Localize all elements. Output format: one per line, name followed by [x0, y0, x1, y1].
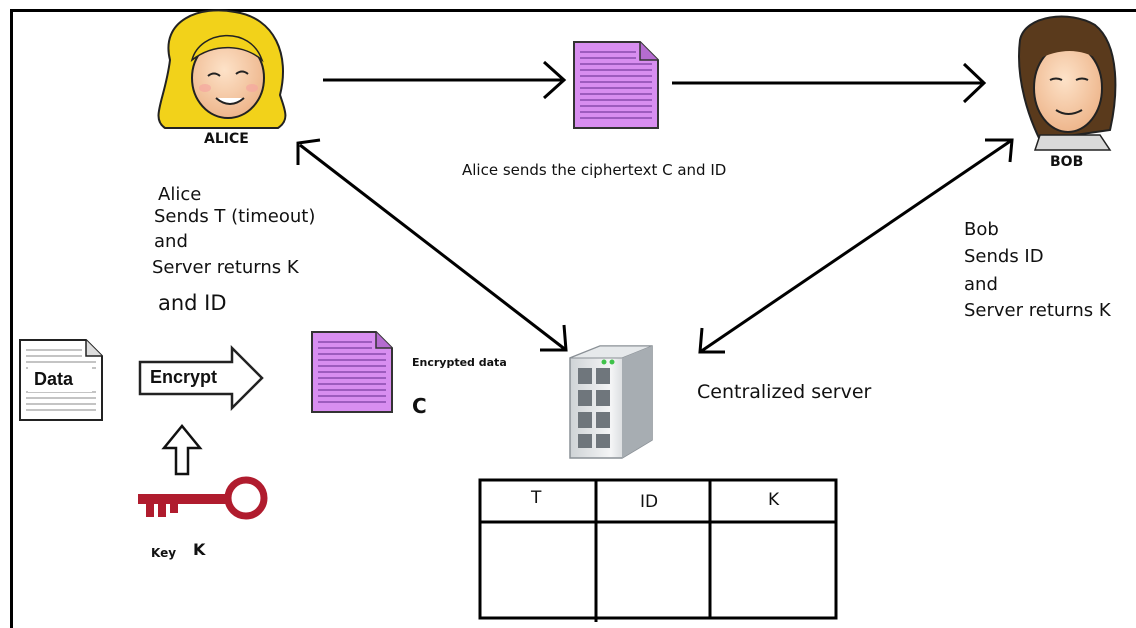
- key-up-arrow-shape: [161, 424, 203, 476]
- alice-steps-line-4: Server returns K: [152, 257, 299, 278]
- data-document-icon: [19, 339, 103, 421]
- encrypted-document-icon: [311, 331, 393, 413]
- table-header-t: T: [531, 488, 542, 508]
- alice-avatar-icon: [157, 9, 287, 129]
- key-symbol: K: [193, 540, 206, 559]
- server-table: [478, 478, 838, 622]
- alice-to-document-arrow: [323, 60, 567, 100]
- bob-avatar-icon: [1018, 15, 1117, 151]
- encrypt-label: Encrypt: [150, 367, 218, 387]
- channel-label: Alice sends the ciphertext C and ID: [462, 161, 727, 179]
- key-label: Key: [151, 546, 177, 560]
- bob-steps-line-4: Server returns K: [964, 300, 1111, 321]
- data-label: Data: [34, 369, 74, 389]
- ciphertext-symbol: C: [412, 394, 427, 418]
- alice-steps-line-3: and: [154, 231, 188, 252]
- alice-server-arrow: [296, 138, 568, 352]
- bob-name: BOB: [1050, 154, 1084, 170]
- diagram-border: [10, 9, 1136, 628]
- alice-name: ALICE: [204, 131, 249, 147]
- alice-steps-line-1: Alice: [158, 184, 202, 205]
- document-to-bob-arrow: [672, 62, 987, 104]
- table-header-k: K: [768, 490, 780, 510]
- ciphertext-document-icon: [573, 41, 659, 129]
- alice-steps-line-5: and ID: [158, 291, 227, 315]
- encrypt-arrow-shape: [138, 344, 264, 412]
- bob-steps-line-3: and: [964, 274, 998, 295]
- alice-steps-line-2: Sends T (timeout): [154, 206, 316, 227]
- table-header-id: ID: [640, 492, 659, 512]
- encrypted-data-label: Encrypted data: [412, 356, 507, 369]
- server-label: Centralized server: [697, 381, 872, 403]
- server-icon: [569, 345, 653, 459]
- bob-steps-line-1: Bob: [964, 219, 999, 240]
- key-icon: [138, 476, 268, 520]
- bob-steps-line-2: Sends ID: [964, 246, 1044, 267]
- bob-server-arrow: [698, 138, 1014, 354]
